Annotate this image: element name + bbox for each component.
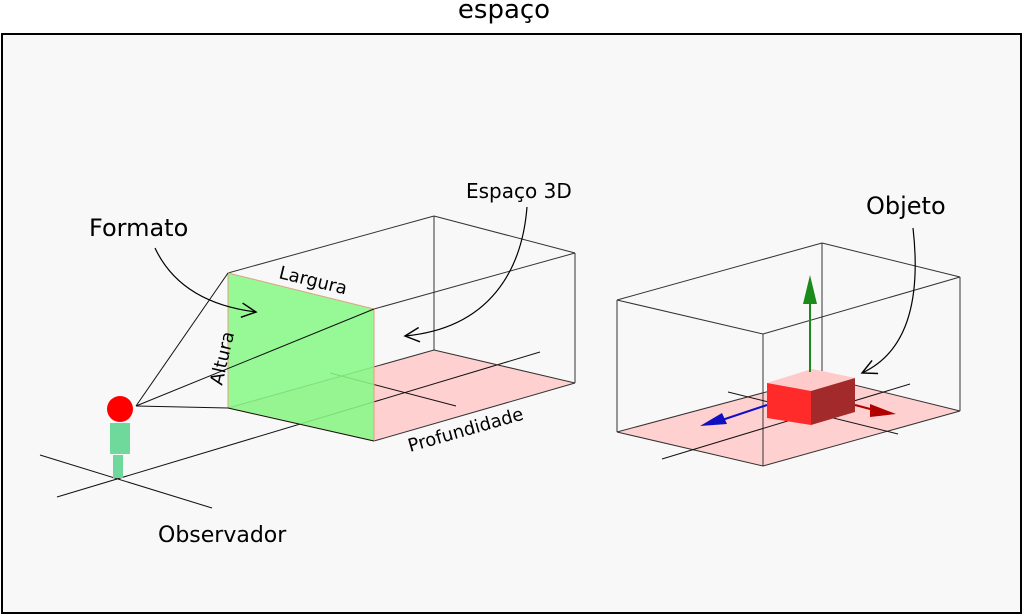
ground-line bbox=[39, 454, 213, 509]
object-box-edges bbox=[616, 242, 961, 467]
right-scene: Objeto bbox=[616, 192, 961, 467]
label-objeto: Objeto bbox=[866, 192, 946, 220]
object-cube-top bbox=[767, 369, 855, 391]
ground-line bbox=[56, 351, 541, 498]
object-floor bbox=[617, 377, 960, 466]
observer-figure bbox=[107, 396, 133, 478]
object-ground-line bbox=[661, 383, 911, 460]
view-frustum bbox=[135, 272, 375, 442]
axis-right-arrow bbox=[854, 404, 896, 417]
objeto-callout-arrow bbox=[860, 227, 916, 375]
label-formato: Formato bbox=[89, 214, 188, 242]
object-cube-front bbox=[767, 383, 811, 425]
observer-leg bbox=[113, 455, 123, 478]
diagram-panel bbox=[1, 33, 1022, 614]
object-cube-side bbox=[811, 378, 855, 425]
label-espaco-3d: Espaço 3D bbox=[466, 179, 572, 203]
object-cube bbox=[767, 369, 855, 425]
left-scene: Largura Altura Profundidade Formato Espa… bbox=[39, 179, 576, 548]
diagram-title: espaço bbox=[458, 0, 550, 25]
axis-left-arrow bbox=[700, 404, 768, 426]
formato-callout-arrow bbox=[154, 247, 258, 319]
observer-head bbox=[107, 396, 133, 422]
axis-up-arrow bbox=[803, 275, 817, 372]
label-observador: Observador bbox=[158, 523, 287, 548]
observer-body bbox=[110, 423, 130, 454]
espaco-3d-callout-arrow bbox=[403, 206, 528, 343]
